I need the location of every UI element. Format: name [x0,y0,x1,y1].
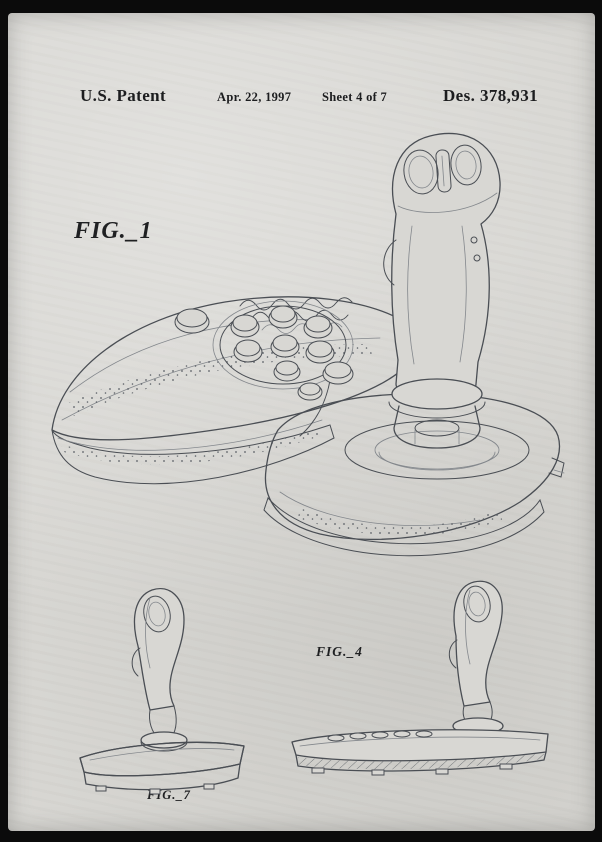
patent-header-number: Des. 378,931 [443,86,538,105]
patent-header-label: U.S. Patent [80,86,167,105]
fig1-drawing [51,132,565,557]
patent-header-sheet: Sheet 4 of 7 [322,90,388,104]
patent-header-date: Apr. 22, 1997 [217,90,292,104]
fig4-drawing [291,580,549,776]
fig1-label: FIG._1 [74,218,153,244]
fig7-drawing [79,588,245,795]
paper-background [8,13,595,831]
fig4-label: FIG._4 [316,644,363,659]
